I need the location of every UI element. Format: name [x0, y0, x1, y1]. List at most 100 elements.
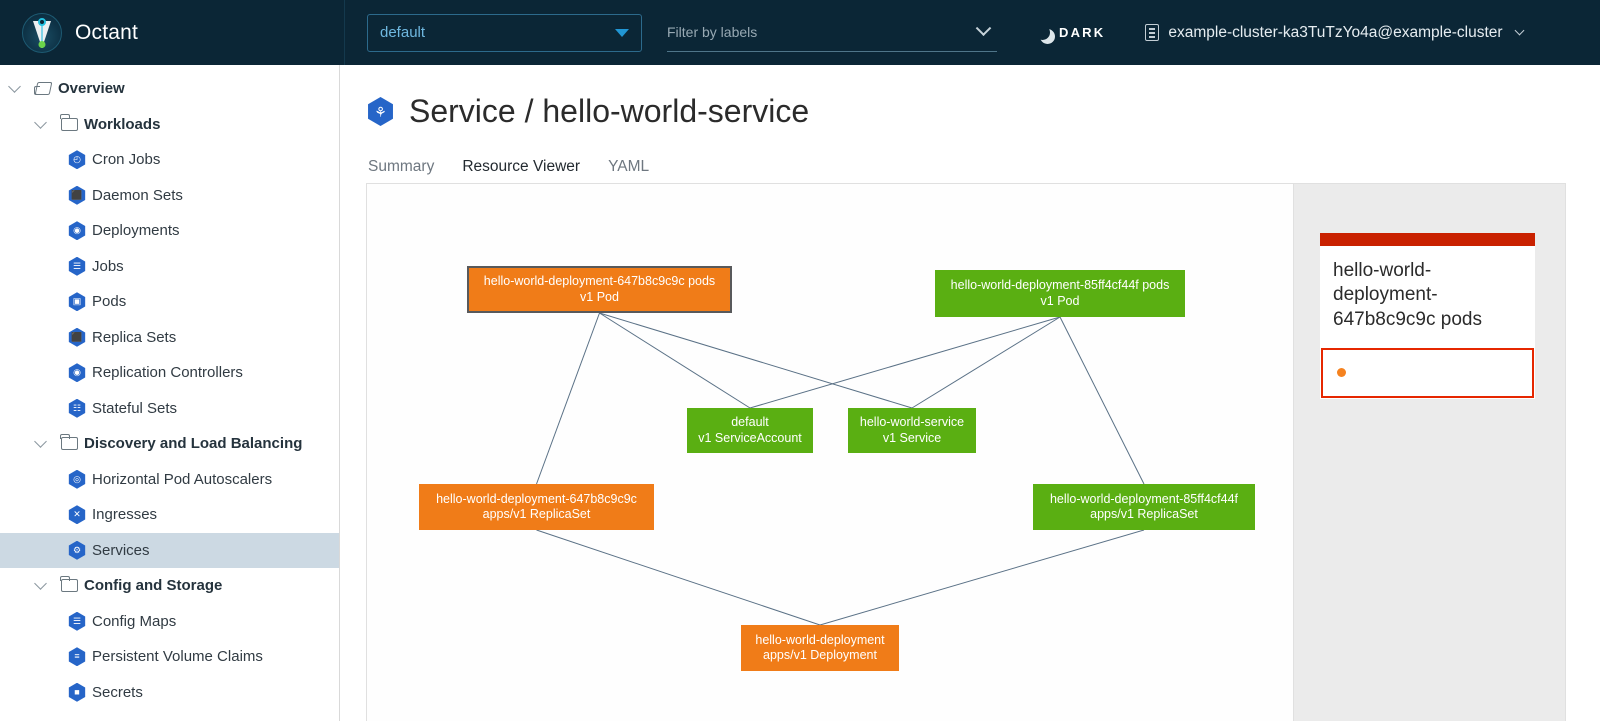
tab-bar: Summary Resource Viewer YAML	[366, 152, 1541, 186]
moon-icon	[1035, 25, 1050, 40]
graph-node-kind: apps/v1 ReplicaSet	[482, 507, 591, 521]
sidebar-item-label: Pods	[92, 293, 127, 311]
main-content: ⚘ Service / hello-world-service Summary R…	[340, 65, 1600, 721]
secret-icon: ■	[62, 682, 92, 702]
caret-down-icon	[615, 28, 629, 37]
brand-name: Octant	[75, 20, 139, 44]
chevron-down-icon[interactable]	[0, 80, 28, 94]
sidebar-item-label: Discovery and Load Balancing	[84, 435, 303, 453]
graph-node-kind: v1 Pod	[580, 289, 619, 304]
dark-mode-label: DARK	[1059, 25, 1106, 40]
sidebar-item-replication-controllers[interactable]: ◉Replication Controllers	[0, 355, 339, 391]
graph-node-name: hello-world-service	[859, 415, 965, 430]
tab-resource-viewer[interactable]: Resource Viewer	[448, 158, 594, 186]
sidebar-item-daemon-sets[interactable]: ⬛Daemon Sets	[0, 178, 339, 214]
ingress-icon: ✕	[62, 505, 92, 525]
folder-icon	[54, 575, 84, 593]
daemonset-icon: ⬛	[62, 185, 92, 205]
statefulset-icon: ☷	[62, 398, 92, 418]
folder-icon	[54, 433, 84, 451]
graph-node-name: hello-world-deployment-647b8c9c9c	[436, 491, 637, 506]
sidebar-item-pods[interactable]: ▣Pods	[0, 284, 339, 320]
tab-yaml[interactable]: YAML	[608, 158, 650, 175]
sidebar-item-label: Replication Controllers	[92, 364, 243, 382]
namespace-select[interactable]: default	[367, 13, 642, 52]
pod-icon: ▣	[62, 292, 92, 312]
dark-mode-toggle[interactable]: DARK	[1035, 14, 1105, 52]
folder-icon	[54, 114, 84, 131]
service-icon: ⚙	[62, 540, 92, 560]
sidebar-item-label: Config Maps	[92, 612, 177, 630]
sidebar-item-jobs[interactable]: ☰Jobs	[0, 249, 339, 285]
sidebar-item-label: Replica Sets	[92, 328, 177, 346]
replicationcontroller-icon: ◉	[62, 363, 92, 383]
page-header: ⚘ Service / hello-world-service	[340, 65, 1600, 130]
graph-node-kind: v1 Pod	[1040, 293, 1080, 308]
chevron-down-icon	[1514, 25, 1525, 36]
sidebar-item-label: Stateful Sets	[92, 399, 178, 417]
cluster-picker[interactable]: example-cluster-ka3TuTzYo4a@example-clus…	[1145, 14, 1525, 52]
deployment-icon: ◉	[62, 221, 92, 241]
sidebar-item-label: Secrets	[92, 683, 143, 701]
graph-node-name: hello-world-deployment-85ff4cf44f pods	[950, 278, 1170, 293]
sidebar-item-workloads[interactable]: Workloads	[0, 107, 339, 143]
service-icon: ⚘	[368, 97, 393, 126]
label-filter-placeholder: Filter by labels	[667, 24, 758, 40]
pvc-icon: ≡	[62, 647, 92, 667]
page-title-text: Service / hello-world-service	[409, 93, 810, 129]
chevron-down-icon[interactable]	[26, 435, 54, 449]
sidebar-item-label: Horizontal Pod Autoscalers	[92, 470, 273, 488]
sidebar-item-label: Cron Jobs	[92, 151, 161, 169]
brand[interactable]: Octant	[0, 0, 345, 65]
configmap-icon: ☰	[62, 611, 92, 631]
sidebar-item-replica-sets[interactable]: ⬛Replica Sets	[0, 320, 339, 356]
sidebar-item-services[interactable]: ⚙Services	[0, 532, 339, 568]
sidebar-item-secrets[interactable]: ■Secrets	[0, 675, 339, 711]
sidebar-item-config-maps[interactable]: ☰Config Maps	[0, 604, 339, 640]
sidebar-item-overview[interactable]: Overview	[0, 71, 339, 107]
detail-status-box[interactable]	[1321, 347, 1534, 398]
cluster-name: example-cluster-ka3TuTzYo4a@example-clus…	[1168, 23, 1503, 41]
graph-node-name: hello-world-deployment-85ff4cf44f	[1049, 491, 1239, 506]
replicaset-icon: ⬛	[62, 327, 92, 347]
chevron-down-icon[interactable]	[26, 577, 54, 591]
sidebar-item-label: Workloads	[84, 115, 161, 133]
graph-node-name: hello-world-deployment	[755, 632, 885, 647]
namespace-value: default	[380, 24, 426, 41]
overview-icon	[28, 81, 58, 96]
graph-node-name: default	[731, 415, 769, 430]
sidebar-item-label: Overview	[58, 80, 125, 98]
sidebar-item-stateful-sets[interactable]: ☷Stateful Sets	[0, 391, 339, 427]
sidebar-item-horizontal-pod-autoscalers[interactable]: ◎Horizontal Pod Autoscalers	[0, 462, 339, 498]
sidebar-item-label: Jobs	[92, 257, 124, 275]
chevron-down-icon[interactable]	[26, 115, 54, 129]
sidebar-item-persistent-volume-claims[interactable]: ≡Persistent Volume Claims	[0, 639, 339, 675]
sidebar-item-ingresses[interactable]: ✕Ingresses	[0, 497, 339, 533]
chevron-down-icon	[975, 19, 992, 36]
sidebar-item-discovery-and-load-balancing[interactable]: Discovery and Load Balancing	[0, 426, 339, 462]
tab-summary[interactable]: Summary	[368, 158, 435, 175]
label-filter-input[interactable]: Filter by labels	[667, 14, 997, 52]
sidebar-item-label: Config and Storage	[84, 577, 223, 595]
sidebar-item-cron-jobs[interactable]: ◴Cron Jobs	[0, 142, 339, 178]
sidebar-item-label: Daemon Sets	[92, 186, 183, 204]
graph-node-kind: v1 ServiceAccount	[698, 430, 802, 445]
graph-node-kind: v1 Service	[882, 430, 942, 445]
sidebar-item-deployments[interactable]: ◉Deployments	[0, 213, 339, 249]
sidebar-item-config-and-storage[interactable]: Config and Storage	[0, 568, 339, 604]
sidebar-item-label: Ingresses	[92, 506, 158, 524]
top-bar: Octant default Filter by labels DARK exa…	[0, 0, 1600, 65]
detail-pane: hello-world-deployment-647b8c9c9c pods	[1293, 184, 1565, 721]
sidebar-item-label: Services	[92, 541, 150, 559]
graph-node-name: hello-world-deployment-647b8c9c9c pods	[483, 274, 716, 289]
